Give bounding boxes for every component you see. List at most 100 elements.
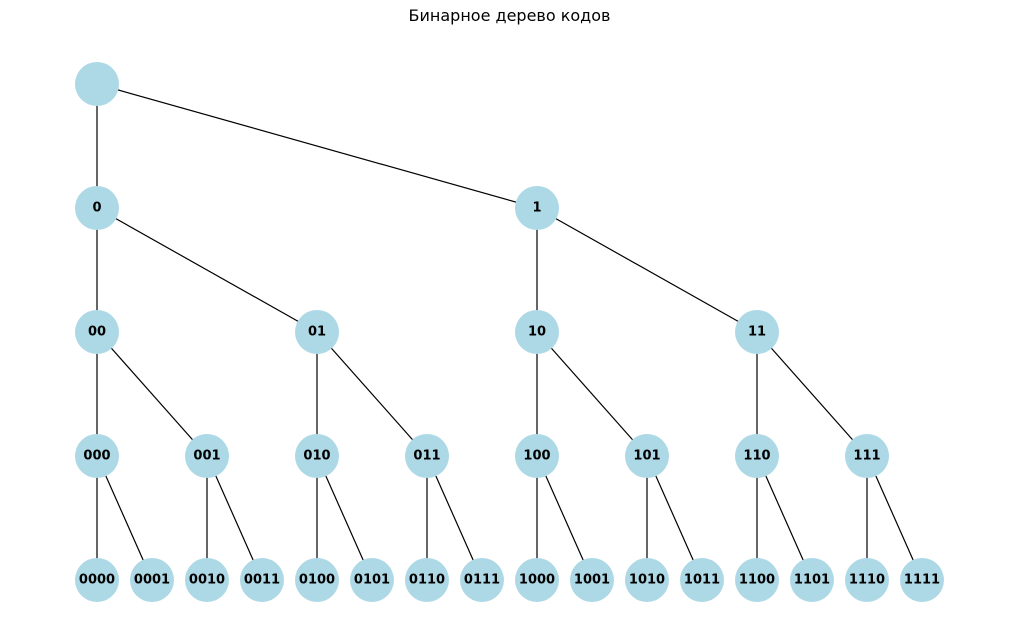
- node-label: 000: [83, 449, 110, 464]
- node-circle: [75, 62, 119, 106]
- node-label: 1010: [629, 573, 665, 588]
- node-label: 1001: [574, 573, 610, 588]
- tree-node-root: [75, 62, 119, 106]
- tree-node-11: 11: [735, 310, 779, 354]
- node-circle: [790, 558, 834, 602]
- diagram-title: Бинарное дерево кодов: [408, 6, 611, 25]
- edge-1-11: [536, 207, 758, 333]
- node-label: 0011: [244, 573, 280, 588]
- tree-node-10: 10: [515, 310, 559, 354]
- tree-node-00: 00: [75, 310, 119, 354]
- tree-node-1110: 1110: [845, 558, 889, 602]
- node-circle: [460, 558, 504, 602]
- node-label: 1011: [684, 573, 720, 588]
- node-label: 100: [523, 449, 550, 464]
- node-label: 00: [88, 325, 106, 340]
- tree-node-1100: 1100: [735, 558, 779, 602]
- edge-11-111: [756, 331, 868, 457]
- node-circle: [75, 310, 119, 354]
- tree-node-1011: 1011: [680, 558, 724, 602]
- node-circle: [845, 434, 889, 478]
- node-circle: [295, 558, 339, 602]
- tree-node-100: 100: [515, 434, 559, 478]
- node-circle: [625, 434, 669, 478]
- node-label: 1100: [739, 573, 775, 588]
- tree-node-1001: 1001: [570, 558, 614, 602]
- tree-node-0011: 0011: [240, 558, 284, 602]
- edge-010-0101: [316, 455, 373, 581]
- node-label: 0001: [134, 573, 170, 588]
- node-circle: [185, 558, 229, 602]
- edge-001-0011: [206, 455, 263, 581]
- node-circle: [240, 558, 284, 602]
- node-label: 001: [193, 449, 220, 464]
- node-label: 10: [528, 325, 546, 340]
- edge-100-1001: [536, 455, 593, 581]
- edge-00-001: [96, 331, 208, 457]
- edge-10-101: [536, 331, 648, 457]
- node-label: 011: [413, 449, 440, 464]
- node-label: 0111: [464, 573, 500, 588]
- node-circle: [680, 558, 724, 602]
- node-circle: [130, 558, 174, 602]
- node-label: 1: [532, 201, 541, 216]
- edge-011-0111: [426, 455, 483, 581]
- node-circle: [900, 558, 944, 602]
- node-label: 010: [303, 449, 330, 464]
- node-circle: [515, 310, 559, 354]
- tree-node-001: 001: [185, 434, 229, 478]
- tree-node-0010: 0010: [185, 558, 229, 602]
- node-circle: [75, 558, 119, 602]
- node-circle: [735, 310, 779, 354]
- tree-node-1101: 1101: [790, 558, 834, 602]
- tree-node-1000: 1000: [515, 558, 559, 602]
- node-label: 0000: [79, 573, 115, 588]
- edge-root-1: [96, 83, 538, 209]
- tree-node-1010: 1010: [625, 558, 669, 602]
- node-circle: [185, 434, 229, 478]
- node-circle: [515, 186, 559, 230]
- node-label: 1110: [849, 573, 885, 588]
- node-circle: [515, 434, 559, 478]
- tree-node-0111: 0111: [460, 558, 504, 602]
- edge-101-1011: [646, 455, 703, 581]
- tree-node-1: 1: [515, 186, 559, 230]
- tree-node-0100: 0100: [295, 558, 339, 602]
- edge-111-1111: [866, 455, 923, 581]
- node-label: 11: [748, 325, 766, 340]
- node-label: 0: [92, 201, 101, 216]
- node-label: 01: [308, 325, 326, 340]
- node-circle: [515, 558, 559, 602]
- node-label: 1000: [519, 573, 555, 588]
- edges-layer: [96, 83, 923, 581]
- node-circle: [570, 558, 614, 602]
- node-circle: [735, 558, 779, 602]
- node-label: 0100: [299, 573, 335, 588]
- tree-node-0: 0: [75, 186, 119, 230]
- node-label: 0101: [354, 573, 390, 588]
- tree-node-000: 000: [75, 434, 119, 478]
- node-label: 101: [633, 449, 660, 464]
- node-circle: [350, 558, 394, 602]
- tree-node-010: 010: [295, 434, 339, 478]
- node-label: 111: [853, 449, 880, 464]
- node-circle: [735, 434, 779, 478]
- node-label: 0110: [409, 573, 445, 588]
- tree-node-0001: 0001: [130, 558, 174, 602]
- node-circle: [625, 558, 669, 602]
- node-circle: [405, 434, 449, 478]
- tree-node-0110: 0110: [405, 558, 449, 602]
- tree-node-111: 111: [845, 434, 889, 478]
- edge-000-0001: [96, 455, 153, 581]
- node-circle: [405, 558, 449, 602]
- node-circle: [75, 186, 119, 230]
- tree-node-011: 011: [405, 434, 449, 478]
- node-circle: [295, 434, 339, 478]
- node-label: 1111: [904, 573, 940, 588]
- tree-node-0000: 0000: [75, 558, 119, 602]
- tree-node-0101: 0101: [350, 558, 394, 602]
- node-label: 0010: [189, 573, 225, 588]
- node-circle: [845, 558, 889, 602]
- node-circle: [75, 434, 119, 478]
